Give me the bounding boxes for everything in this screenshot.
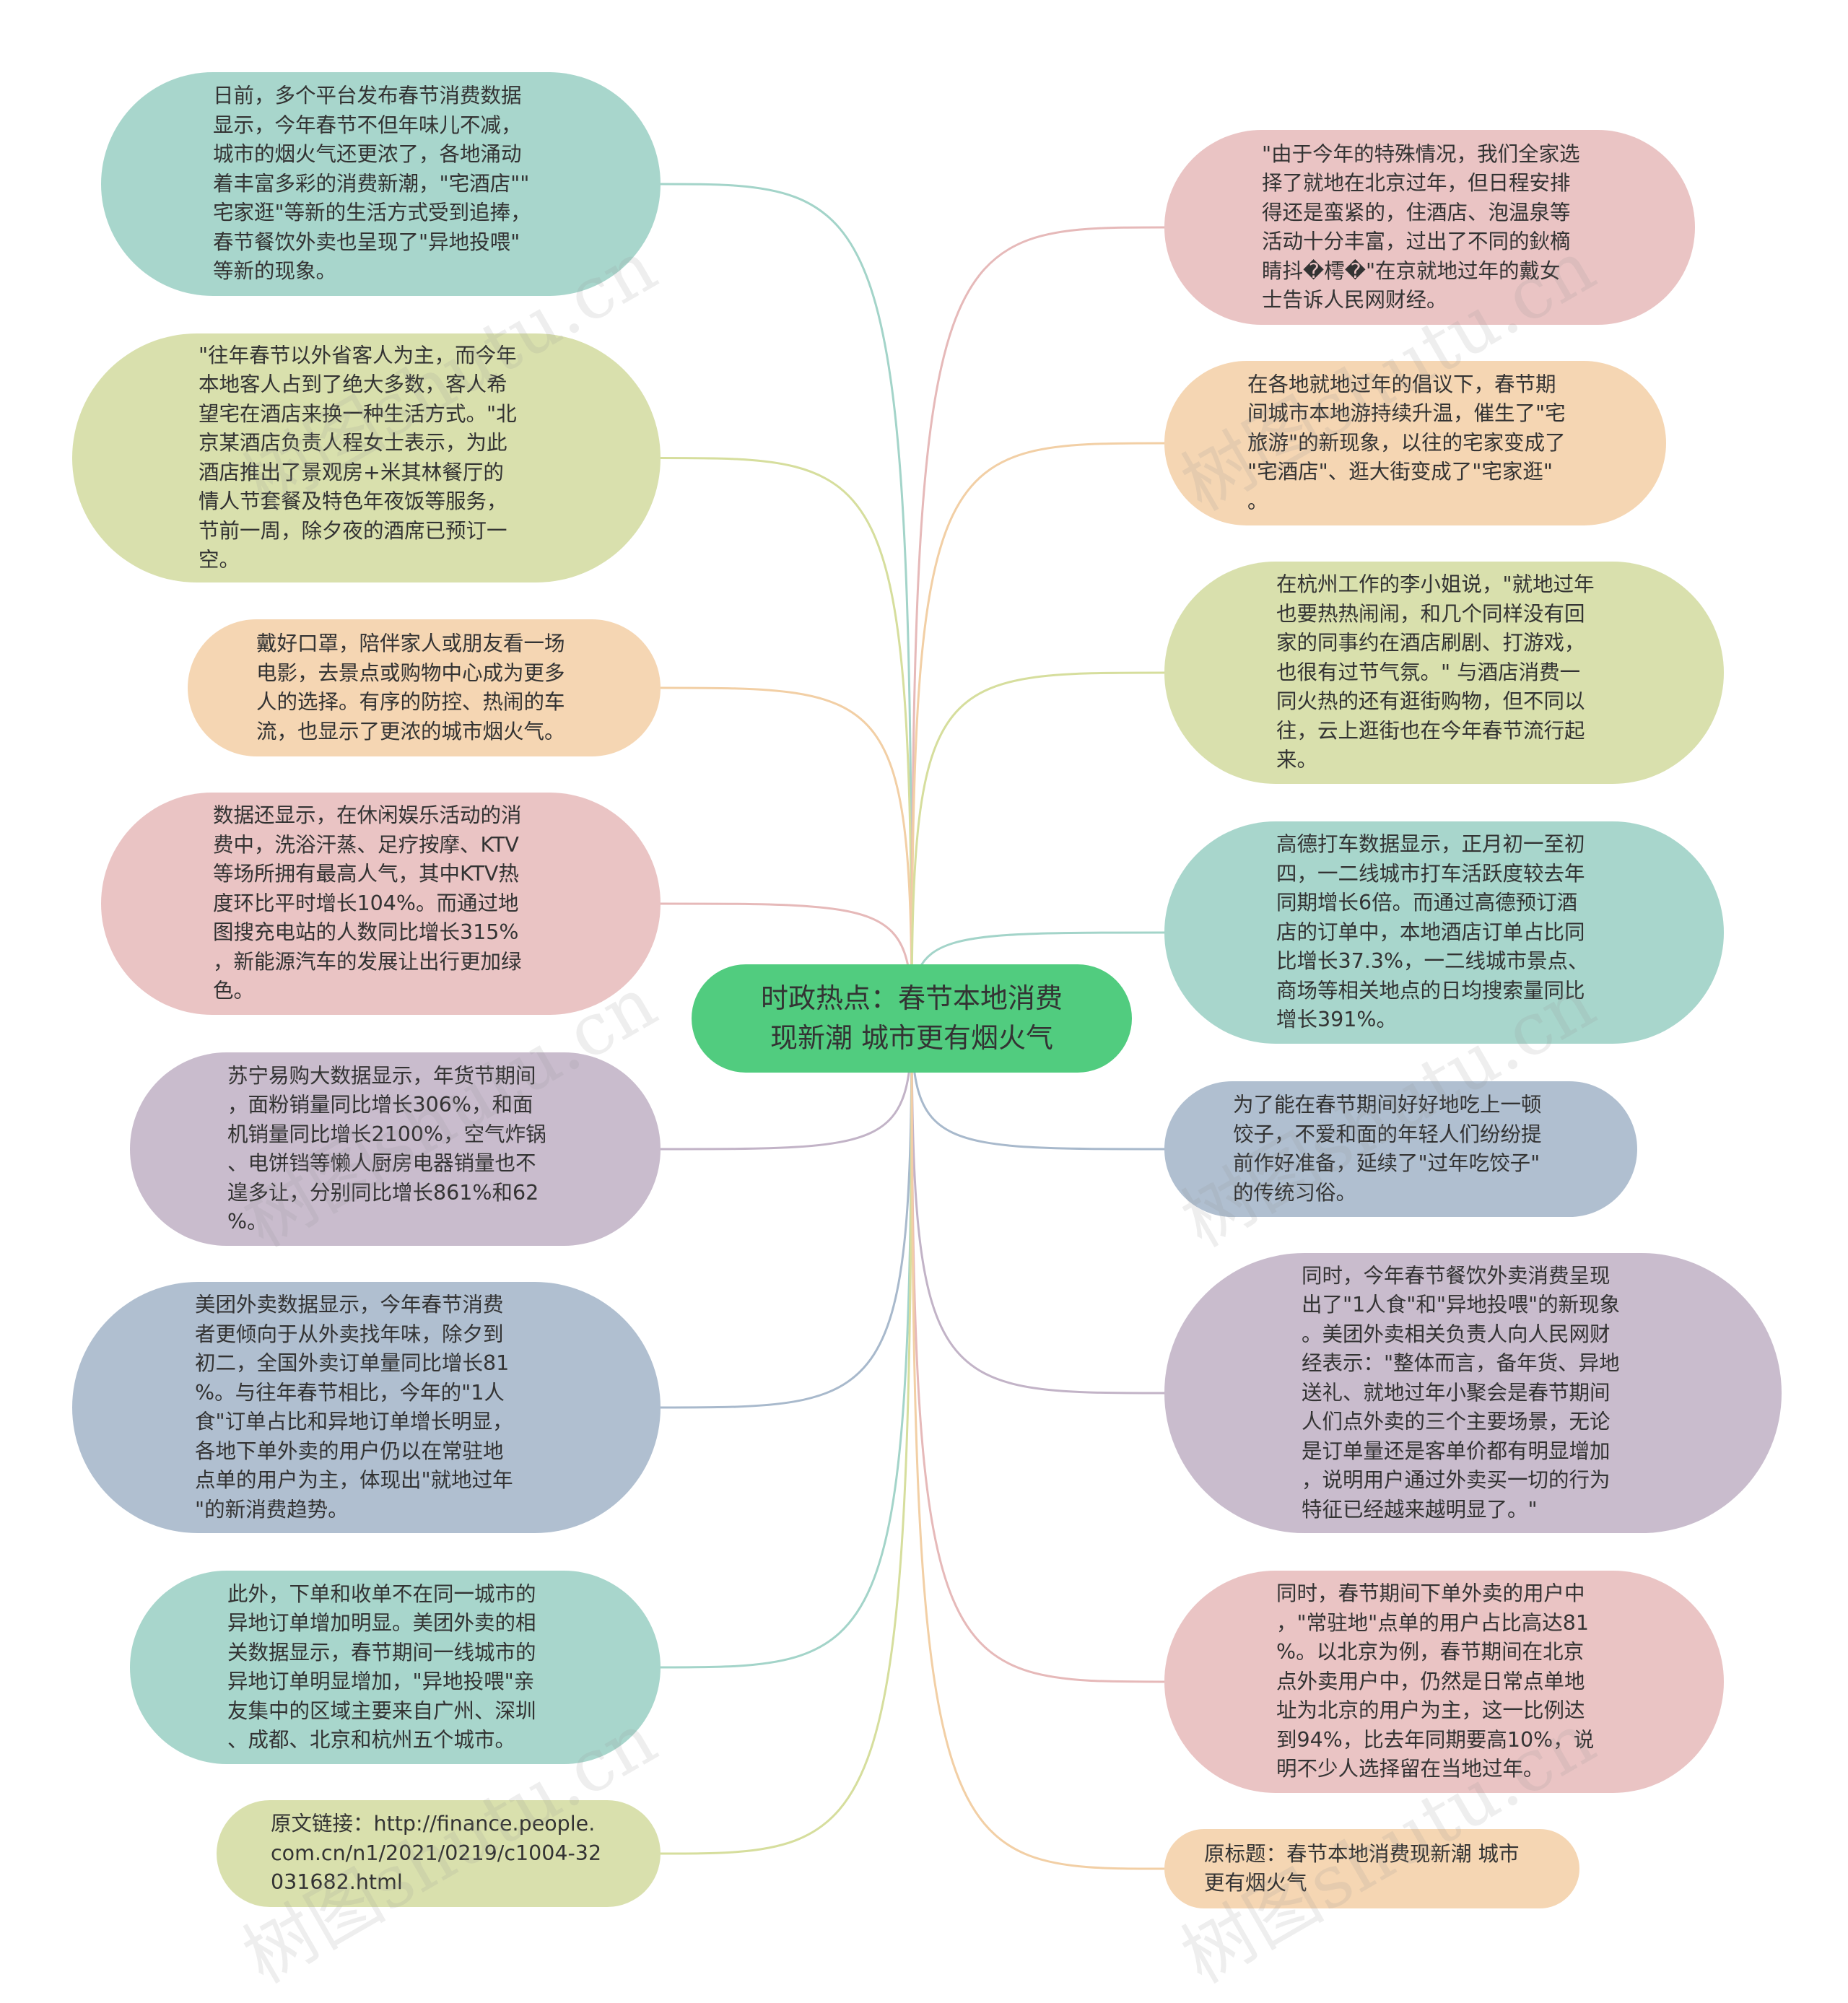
- link-r2: [910, 442, 1165, 1019]
- topic-node-l4[interactable]: 数据还显示，在休闲娱乐活动的消 费中，洗浴汗蒸、足疗按摩、KTV 等场所拥有最高…: [101, 793, 661, 1015]
- link-l7: [660, 1018, 913, 1669]
- topic-node-text: 为了能在春节期间好好地吃上一顿 饺子，不爱和面的年轻人们纷纷提 前作好准备，延续…: [1233, 1093, 1542, 1205]
- topic-node-text: 同时，今年春节餐饮外卖消费呈现 出了"1人食"和"异地投喂"的新现象 。美团外卖…: [1302, 1263, 1621, 1522]
- topic-node-l5[interactable]: 苏宁易购大数据显示，年货节期间 ，面粉销量同比增长306%，和面 机销量同比增长…: [130, 1052, 661, 1246]
- topic-node-text: 美团外卖数据显示，今年春节消费 者更倾向于从外卖找年味，除夕到 初二，全国外卖订…: [195, 1293, 513, 1522]
- link-l6: [660, 1018, 913, 1409]
- topic-node-r5[interactable]: 为了能在春节期间好好地吃上一顿 饺子，不爱和面的年轻人们纷纷提 前作好准备，延续…: [1164, 1081, 1637, 1217]
- topic-node-l3[interactable]: 戴好口罩，陪伴家人或朋友看一场 电影，去景点或购物中心成为更多 人的选择。有序的…: [188, 619, 661, 756]
- topic-node-text: 苏宁易购大数据显示，年货节期间 ，面粉销量同比增长306%，和面 机销量同比增长…: [227, 1063, 546, 1234]
- link-r3: [910, 671, 1165, 1019]
- topic-node-r7[interactable]: 同时，春节期间下单外卖的用户中 ，"常驻地"点单的用户占比高达81 %。以北京为…: [1164, 1571, 1724, 1793]
- topic-node-r3[interactable]: 在杭州工作的李小姐说，"就地过年 也要热热闹闹，和几个同样没有回 家的同事约在酒…: [1164, 562, 1724, 784]
- topic-node-text: 原文链接：http://finance.people. com.cn/n1/20…: [271, 1812, 602, 1895]
- link-l1: [660, 183, 913, 1019]
- link-r7: [910, 1018, 1165, 1683]
- topic-node-text: 在杭州工作的李小姐说，"就地过年 也要热热闹闹，和几个同样没有回 家的同事约在酒…: [1276, 572, 1595, 772]
- topic-node-l1[interactable]: 日前，多个平台发布春节消费数据 显示，今年春节不但年味儿不减， 城市的烟火气还更…: [101, 72, 661, 296]
- topic-node-l8[interactable]: 原文链接：http://finance.people. com.cn/n1/20…: [217, 1800, 661, 1907]
- topic-node-text: 日前，多个平台发布春节消费数据 显示，今年春节不但年味儿不减， 城市的烟火气还更…: [213, 84, 531, 284]
- topic-node-l6[interactable]: 美团外卖数据显示，今年春节消费 者更倾向于从外卖找年味，除夕到 初二，全国外卖订…: [72, 1282, 661, 1533]
- topic-node-text: 同时，春节期间下单外卖的用户中 ，"常驻地"点单的用户占比高达81 %。以北京为…: [1276, 1581, 1595, 1781]
- topic-node-text: 原标题：春节本地消费现新潮 城市 更有烟火气: [1204, 1841, 1520, 1895]
- link-r8: [910, 1018, 1165, 1870]
- topic-node-r6[interactable]: 同时，今年春节餐饮外卖消费呈现 出了"1人食"和"异地投喂"的新现象 。美团外卖…: [1164, 1253, 1782, 1533]
- central-topic[interactable]: 时政热点：春节本地消费 现新潮 城市更有烟火气: [692, 964, 1132, 1073]
- topic-node-r8[interactable]: 原标题：春节本地消费现新潮 城市 更有烟火气: [1164, 1829, 1579, 1908]
- topic-node-l7[interactable]: 此外，下单和收单不在同一城市的 异地订单增加明显。美团外卖的相 关数据显示，春节…: [130, 1571, 661, 1764]
- topic-node-r2[interactable]: 在各地就地过年的倡议下，春节期 间城市本地游持续升温，催生了"宅 旅游"的新现象…: [1164, 361, 1666, 525]
- topic-node-r4[interactable]: 高德打车数据显示，正月初一至初 四，一二线城市打车活跃度较去年 同期增长6倍。而…: [1164, 821, 1724, 1044]
- topic-node-text: 数据还显示，在休闲娱乐活动的消 费中，洗浴汗蒸、足疗按摩、KTV 等场所拥有最高…: [213, 803, 522, 1003]
- topic-node-l2[interactable]: "往年春节以外省客人为主，而今年 本地客人占到了绝大多数，客人希 望宅在酒店来换…: [72, 333, 661, 582]
- topic-node-text: 戴好口罩，陪伴家人或朋友看一场 电影，去景点或购物中心成为更多 人的选择。有序的…: [256, 632, 565, 743]
- topic-node-text: "往年春节以外省客人为主，而今年 本地客人占到了绝大多数，客人希 望宅在酒店来换…: [199, 343, 517, 572]
- topic-node-r1[interactable]: "由于今年的特殊情况，我们全家选 择了就地在北京过年，但日程安排 得还是蛮紧的，…: [1164, 130, 1695, 325]
- topic-node-text: "由于今年的特殊情况，我们全家选 择了就地在北京过年，但日程安排 得还是蛮紧的，…: [1262, 141, 1580, 313]
- link-l8: [660, 1018, 913, 1855]
- topic-node-text: 此外，下单和收单不在同一城市的 异地订单增加明显。美团外卖的相 关数据显示，春节…: [227, 1581, 536, 1753]
- central-topic-label: 时政热点：春节本地消费 现新潮 城市更有烟火气: [760, 982, 1063, 1054]
- topic-node-text: 高德打车数据显示，正月初一至初 四，一二线城市打车活跃度较去年 同期增长6倍。而…: [1276, 832, 1589, 1032]
- link-l3: [660, 686, 913, 1019]
- link-r6: [910, 1018, 1165, 1395]
- link-l2: [660, 457, 913, 1019]
- topic-node-text: 在各地就地过年的倡议下，春节期 间城市本地游持续升温，催生了"宅 旅游"的新现象…: [1247, 372, 1566, 513]
- link-r1: [910, 226, 1165, 1019]
